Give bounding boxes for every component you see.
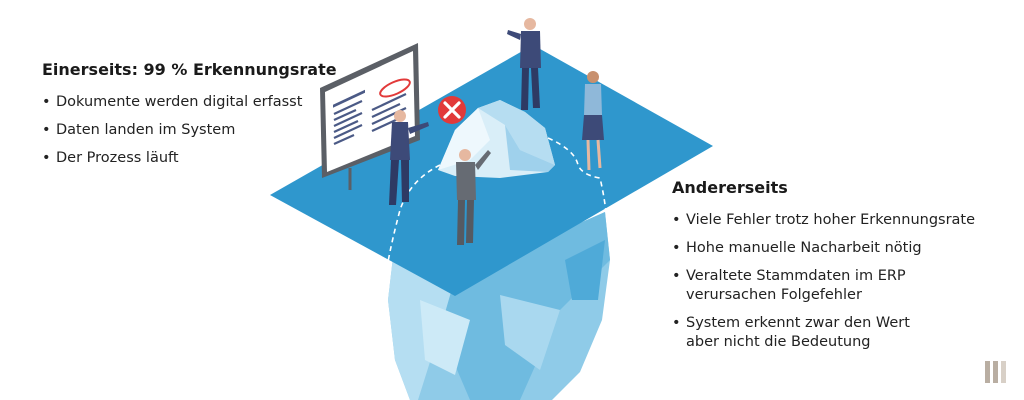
list-item: Veraltete Stammdaten im ERP verursachen … — [672, 267, 1002, 305]
list-item: Der Prozess läuft — [42, 149, 342, 168]
person-right — [582, 71, 604, 171]
list-item: System erkennt zwar den Wert aber nicht … — [672, 314, 1002, 352]
list-item-line: Viele Fehler trotz hoher Erkennungsrate — [686, 212, 976, 228]
list-item-line: System erkennt zwar den Wert — [686, 315, 910, 331]
iceberg-underwater — [388, 212, 610, 400]
list-item-line: Hohe manuelle Nacharbeit nötig — [686, 240, 922, 256]
right-heading: Andererseits — [672, 178, 788, 197]
right-panel: Andererseits Viele Fehler trotz hoher Er… — [672, 178, 1002, 361]
bars-logo-icon — [985, 361, 1006, 383]
list-item-line: Daten landen im System — [56, 122, 236, 138]
list-item-line: Der Prozess läuft — [56, 150, 179, 166]
person-top — [507, 18, 541, 110]
iceberg-outline-dashed — [387, 164, 441, 263]
list-item: Dokumente werden digital erfasst — [42, 93, 342, 112]
list-item: Daten landen im System — [42, 121, 342, 140]
right-bullet-list: Viele Fehler trotz hoher Erkennungsrate … — [672, 211, 1002, 352]
left-panel: Einerseits: 99 % Erkennungsrate Dokument… — [42, 60, 342, 177]
list-item-line: Veraltete Stammdaten im ERP — [686, 268, 906, 284]
list-item: Hohe manuelle Nacharbeit nötig — [672, 239, 1002, 258]
left-bullet-list: Dokumente werden digital erfasst Daten l… — [42, 93, 342, 168]
list-item-line: Dokumente werden digital erfasst — [56, 94, 303, 110]
left-heading: Einerseits: 99 % Erkennungsrate — [42, 60, 337, 79]
list-item-line: verursachen Folgefehler — [686, 287, 862, 303]
person-at-board — [389, 110, 429, 205]
close-icon — [438, 96, 466, 124]
iceberg-outline-dashed-right — [547, 137, 607, 213]
list-item-line: aber nicht die Bedeutung — [686, 334, 871, 350]
list-item: Viele Fehler trotz hoher Erkennungsrate — [672, 211, 1002, 230]
person-near-iceberg — [456, 149, 491, 245]
